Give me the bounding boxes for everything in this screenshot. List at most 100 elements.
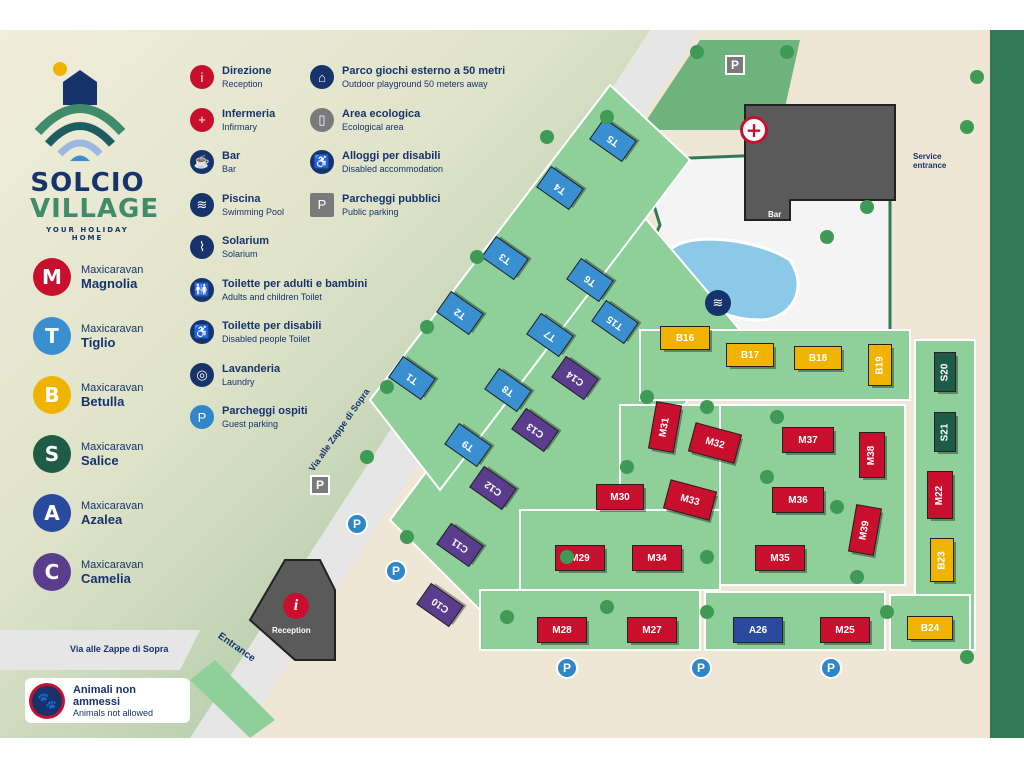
unit-label: M34 bbox=[647, 552, 667, 564]
entrance-green bbox=[190, 660, 275, 738]
guest-parking-icon[interactable]: P bbox=[556, 657, 578, 679]
unit-label: T2 bbox=[452, 305, 468, 321]
legend-item: ◎ Lavanderia Laundry bbox=[190, 362, 367, 406]
unit-label: M28 bbox=[552, 624, 572, 636]
no-animals-notice: 🐾 Animali non ammessi Animals not allowe… bbox=[25, 678, 190, 723]
reception-label: Reception bbox=[272, 626, 311, 635]
category-badge: M bbox=[33, 258, 71, 296]
tree-icon bbox=[860, 200, 874, 214]
legend-label-en: Ecological area bbox=[342, 121, 404, 132]
legend-label-it: Parcheggi pubblici bbox=[342, 192, 441, 205]
unit-label: T1 bbox=[404, 370, 420, 386]
legend-label-it: Area ecologica bbox=[342, 107, 421, 120]
legend-label-it: Direzione bbox=[222, 65, 272, 77]
unit-label: M29 bbox=[570, 552, 590, 564]
wheelchair-icon: ♿ bbox=[310, 150, 334, 174]
unit-s21[interactable]: S21 bbox=[934, 412, 956, 452]
tree-icon bbox=[690, 45, 704, 59]
unit-b17[interactable]: B17 bbox=[726, 343, 774, 367]
unit-m22[interactable]: M22 bbox=[927, 471, 953, 519]
legend-item: P Parcheggi pubblici Public parking bbox=[310, 192, 505, 236]
unit-b18[interactable]: B18 bbox=[794, 346, 842, 370]
unit-m35[interactable]: M35 bbox=[755, 545, 805, 571]
legend-item: ⌂ Parco giochi esterno a 50 metri Outdoo… bbox=[310, 65, 505, 108]
street-label-horizontal: Via alle Zappe di Sopra bbox=[70, 644, 169, 654]
unit-label: M39 bbox=[857, 519, 873, 541]
legend-item: P Parcheggi ospiti Guest parking bbox=[190, 405, 367, 448]
unit-m27[interactable]: M27 bbox=[627, 617, 677, 643]
unit-label: M27 bbox=[642, 624, 662, 636]
legend-label-it: Parco giochi esterno a 50 metri bbox=[342, 65, 506, 77]
legend-label-en: Guest parking bbox=[222, 419, 279, 429]
reception-info-icon[interactable]: i bbox=[283, 593, 309, 619]
legend-label-en: Public parking bbox=[342, 206, 399, 217]
unit-label: M31 bbox=[657, 416, 673, 438]
unit-m34[interactable]: M34 bbox=[632, 545, 682, 571]
legend-item: ♿ Alloggi per disabili Disabled accommod… bbox=[310, 150, 505, 193]
unit-m30[interactable]: M30 bbox=[596, 484, 644, 510]
category-type: Maxicaravan bbox=[81, 499, 144, 512]
unit-b16[interactable]: B16 bbox=[660, 326, 710, 350]
unit-b23[interactable]: B23 bbox=[930, 538, 954, 582]
tree-icon bbox=[400, 530, 414, 544]
boundary-strip bbox=[990, 30, 1024, 738]
guest-parking-icon[interactable]: P bbox=[346, 513, 368, 535]
unit-a26[interactable]: A26 bbox=[733, 617, 783, 643]
unit-label: M33 bbox=[679, 492, 701, 508]
unit-m36[interactable]: M36 bbox=[772, 487, 824, 513]
bar-building bbox=[744, 104, 896, 221]
category-badge: A bbox=[33, 494, 71, 532]
category-azalea: A Maxicaravan Azalea bbox=[33, 494, 143, 532]
legend-label-it: Alloggi per disabili bbox=[342, 150, 441, 162]
unit-m28[interactable]: M28 bbox=[537, 617, 587, 643]
unit-label: B23 bbox=[936, 550, 948, 570]
unit-m29[interactable]: M29 bbox=[555, 545, 605, 571]
unit-b24[interactable]: B24 bbox=[907, 616, 953, 640]
legend-label-it: Parcheggi ospiti bbox=[222, 405, 308, 417]
unit-b19[interactable]: B19 bbox=[868, 344, 892, 386]
legend-label-en: Adults and children Toilet bbox=[222, 291, 322, 302]
legend-label-en: Disabled accommodation bbox=[342, 164, 444, 174]
unit-label: B19 bbox=[874, 355, 886, 375]
unit-m25[interactable]: M25 bbox=[820, 617, 870, 643]
road-horizontal bbox=[0, 630, 200, 670]
coffee-cup-icon: ☕ bbox=[190, 150, 214, 174]
guest-parking-icon[interactable]: P bbox=[690, 657, 712, 679]
tree-icon bbox=[640, 390, 654, 404]
unit-label: B17 bbox=[740, 349, 760, 361]
legend-item: ⌇ Solarium Solarium bbox=[190, 235, 367, 278]
unit-s20[interactable]: S20 bbox=[934, 352, 956, 392]
guest-parking-icon[interactable]: P bbox=[820, 657, 842, 679]
public-parking-icon[interactable]: P bbox=[725, 55, 745, 75]
tree-icon bbox=[700, 400, 714, 414]
washing-machine-icon: ◎ bbox=[190, 362, 214, 387]
unit-label: C12 bbox=[482, 478, 504, 498]
no-pets-icon: 🐾 bbox=[29, 682, 65, 719]
unit-label: A26 bbox=[748, 624, 768, 636]
roads-layer bbox=[0, 30, 1024, 738]
infirmary-icon[interactable]: + bbox=[740, 116, 768, 144]
solcio-village-logo: SOLCIO VILLAGE YOUR HOLIDAY HOME bbox=[30, 60, 158, 242]
unit-label: M35 bbox=[770, 552, 790, 564]
legend-label-it: Lavanderia bbox=[222, 362, 281, 375]
category-camelia: C Maxicaravan Camelia bbox=[33, 553, 143, 591]
legend-item: ▯ Area ecologica Ecological area bbox=[310, 107, 505, 151]
unit-label: C13 bbox=[524, 420, 546, 440]
tree-icon bbox=[360, 450, 374, 464]
category-betulla: B Maxicaravan Betulla bbox=[33, 376, 143, 414]
public-parking-icon[interactable]: P bbox=[310, 475, 330, 495]
category-badge: C bbox=[33, 553, 71, 591]
guest-parking-icon[interactable]: P bbox=[385, 560, 407, 582]
category-name: Salice bbox=[81, 452, 119, 468]
tree-icon bbox=[780, 45, 794, 59]
unit-m37[interactable]: M37 bbox=[782, 427, 834, 453]
unit-m38[interactable]: M38 bbox=[859, 432, 885, 478]
unit-label: T3 bbox=[497, 250, 513, 266]
category-type: Maxicaravan bbox=[81, 558, 144, 571]
tree-icon bbox=[540, 130, 554, 144]
green-zone bbox=[368, 83, 692, 492]
public-parking-icon: P bbox=[310, 192, 334, 217]
unit-label: S20 bbox=[939, 363, 951, 381]
notice-en: Animals not allowed bbox=[72, 707, 154, 718]
facility-legend-col1: i Direzione Reception + Infermeria Infir… bbox=[190, 65, 367, 448]
